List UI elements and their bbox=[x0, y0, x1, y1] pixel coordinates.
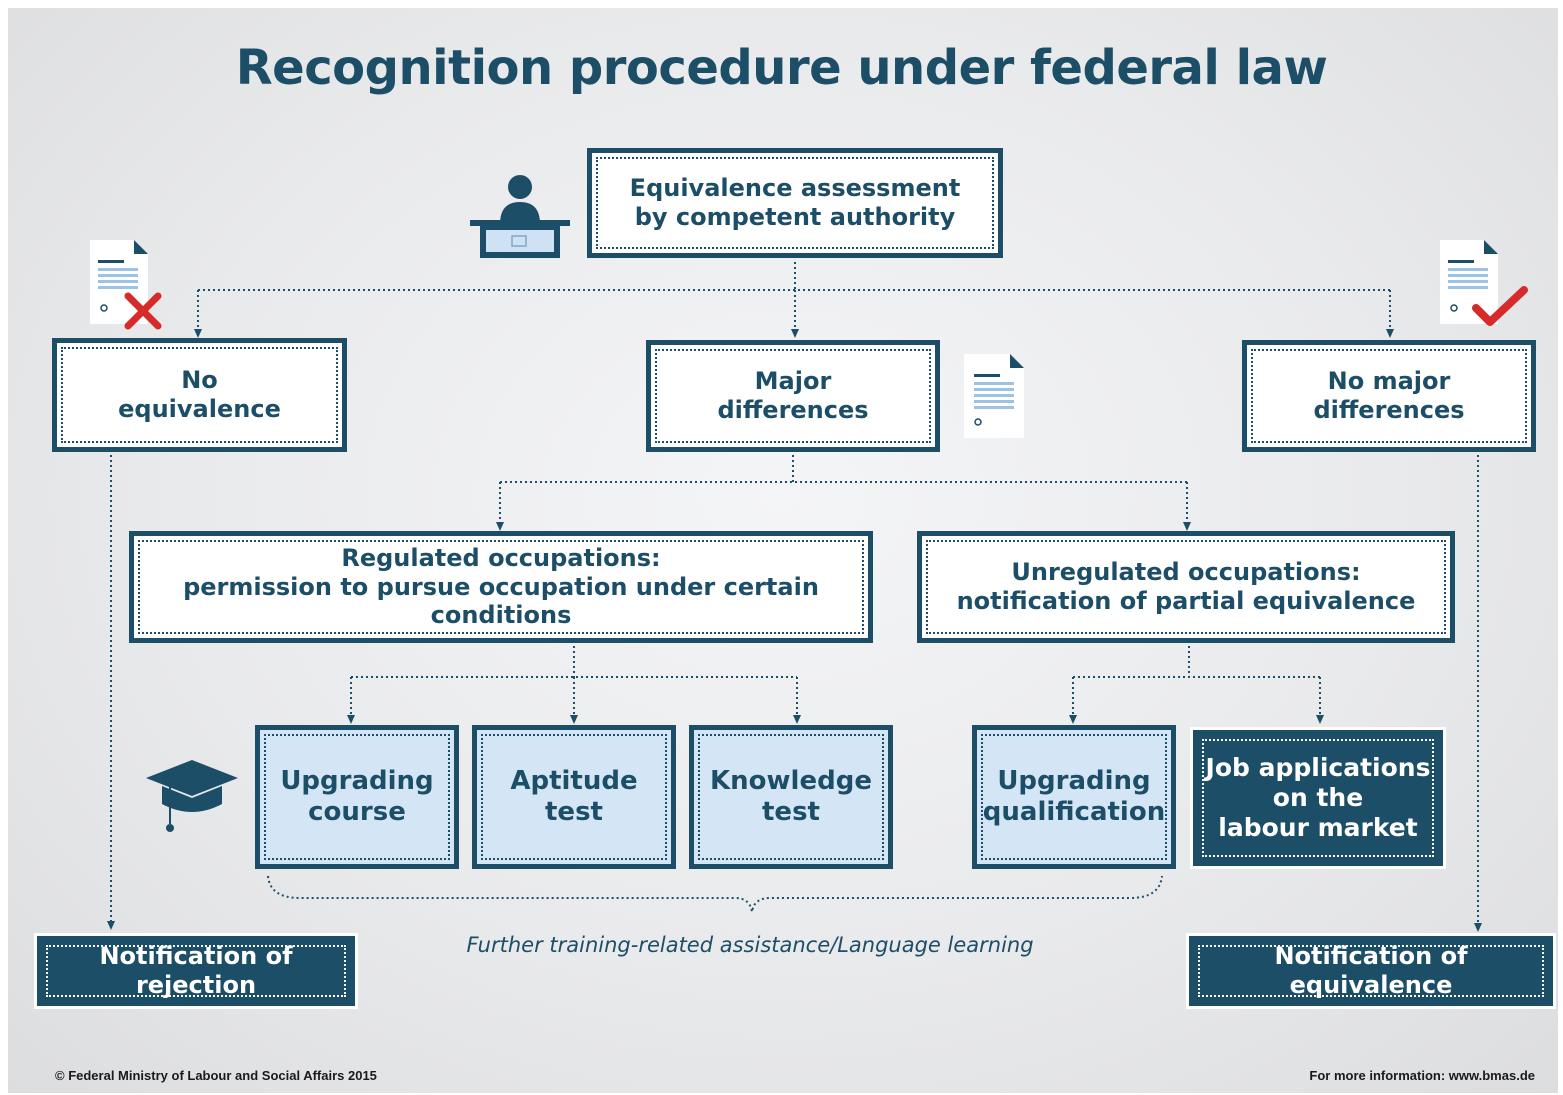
footer-more-info: For more information: www.bmas.de bbox=[1309, 1068, 1535, 1083]
node-no-major-differences: No major differences bbox=[1242, 340, 1536, 452]
footer-copyright: © Federal Ministry of Labour and Social … bbox=[55, 1068, 377, 1083]
node-knowledge-test: Knowledge test bbox=[689, 725, 893, 869]
node-notification-of-rejection: Notification of rejection bbox=[34, 933, 358, 1009]
node-upgrading-qualification: Upgrading qualification bbox=[972, 725, 1176, 869]
rejected-document-icon bbox=[90, 240, 162, 330]
node-job-applications: Job applications on the labour market bbox=[1190, 727, 1446, 869]
node-no-equivalence: No equivalence bbox=[52, 338, 347, 452]
approved-document-icon bbox=[1440, 240, 1528, 326]
graduation-cap-icon bbox=[146, 760, 238, 832]
person-at-desk-icon bbox=[470, 175, 570, 258]
node-aptitude-test: Aptitude test bbox=[472, 725, 676, 869]
node-notification-of-equivalence: Notification of equivalence bbox=[1186, 933, 1556, 1009]
node-unregulated-occupations: Unregulated occupations: notification of… bbox=[917, 531, 1455, 643]
node-upgrading-course: Upgrading course bbox=[255, 725, 459, 869]
brace-caption: Further training-related assistance/Lang… bbox=[466, 933, 1034, 957]
node-regulated-occupations: Regulated occupations: permission to pur… bbox=[129, 531, 873, 643]
diagram-title: Recognition procedure under federal law bbox=[235, 40, 1328, 96]
node-major-differences: Major differences bbox=[646, 340, 940, 452]
node-equivalence-assessment: Equivalence assessment by competent auth… bbox=[587, 148, 1003, 258]
document-icon bbox=[964, 354, 1024, 438]
